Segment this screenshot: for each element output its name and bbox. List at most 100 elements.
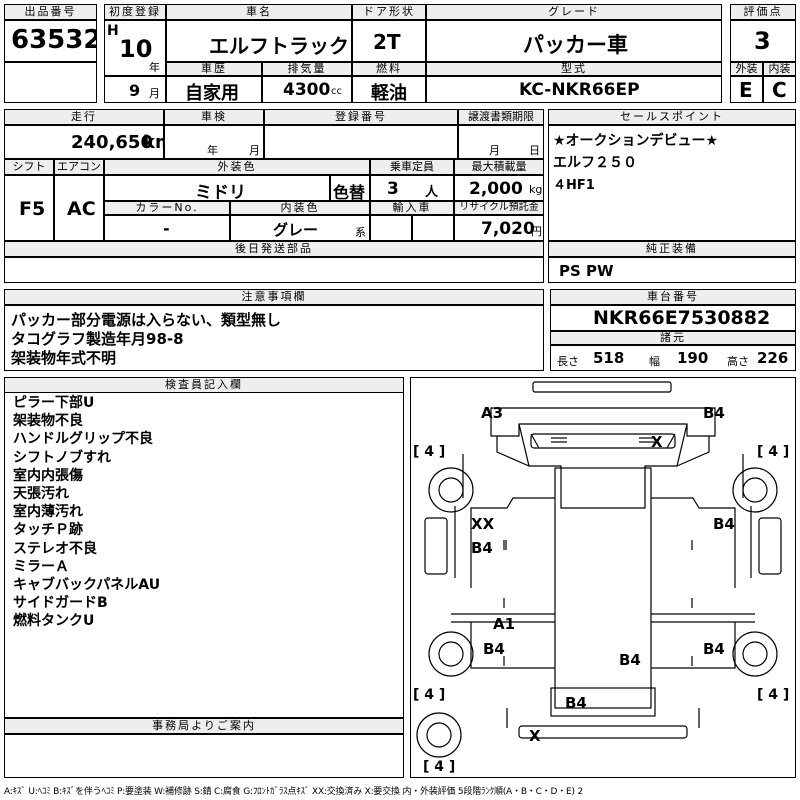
mark-b4-left-lower: B4 — [483, 640, 505, 658]
mileage-cell: 240,650 km — [4, 125, 164, 159]
sales-line: ★オークションデビュー★ — [553, 133, 719, 149]
color-change: 色替 — [333, 183, 366, 201]
color-number-label: カラーNo. — [104, 201, 230, 215]
side-step-left — [424, 517, 448, 575]
exterior-label: 外装 — [730, 62, 763, 76]
remark-item: 天張汚れ — [13, 486, 69, 503]
later-parts-label: 後日発送部品 — [4, 241, 544, 257]
wheel-front-left-inner — [438, 477, 464, 503]
grade-value: パッカー車 — [523, 33, 628, 57]
inspection-cell: 年 月 — [164, 125, 264, 159]
mark-x-rear: X — [529, 727, 541, 745]
chassis-number: NKR66E7530882 — [593, 307, 771, 329]
max-load-label: 最大積載量 — [454, 159, 544, 175]
roof-outline — [532, 381, 672, 393]
rear-struts — [506, 708, 700, 728]
recycle-fee-unit: 円 — [531, 225, 542, 238]
interior-color-value: グレー — [273, 221, 319, 239]
interior-value: C — [772, 78, 787, 102]
mark-xx-left: XX — [471, 515, 495, 533]
notes-label: 注意事項欄 — [4, 289, 544, 305]
exterior-color-value: ミドリ — [195, 183, 246, 201]
remark-item: 室内薄汚れ — [13, 504, 83, 521]
registration-month-cell: 9 月 — [104, 76, 166, 103]
shift-value: F5 — [19, 198, 46, 220]
body-side-lines — [470, 497, 736, 588]
deadline-day-unit: 日 — [529, 144, 540, 157]
score-label: 評価点 — [730, 4, 796, 20]
year-unit: 年 — [149, 61, 160, 74]
displacement-cell: 4300 cc — [262, 76, 352, 103]
tire-rear-left: [ 4 ] — [413, 687, 445, 703]
import-cell-a — [370, 215, 412, 241]
length-label: 長さ — [557, 355, 579, 368]
model-label: 型式 — [426, 62, 722, 76]
car-name-label: 車名 — [166, 4, 352, 20]
lot-number-cell: 63532 — [4, 20, 97, 62]
door-type-label: ドア形状 — [352, 4, 426, 20]
model-cell: KC-NKR66EP — [426, 76, 722, 103]
max-load-cell: 2,000 kg — [454, 175, 544, 201]
cab-windshield-outline — [518, 423, 688, 509]
exterior-cell: E — [730, 76, 763, 103]
center-body — [554, 467, 652, 709]
door-edges — [462, 454, 744, 498]
wiper-lines — [530, 433, 676, 449]
inspection-year-unit: 年 — [207, 144, 218, 157]
car-name-cell: エルフトラック — [166, 20, 352, 62]
wheel-front-left-outer — [428, 467, 474, 513]
inspector-remarks-label: 検査員記入欄 — [4, 377, 404, 393]
mark-b4-right-upper: B4 — [713, 515, 735, 533]
mark-x-windshield: X — [651, 433, 663, 451]
model-value: KC-NKR66EP — [519, 80, 640, 100]
rear-bumper — [550, 687, 656, 717]
interior-color-unit: 系 — [355, 226, 366, 239]
wheel-rear-left-inner — [438, 641, 464, 667]
remark-item: ステレオ不良 — [13, 540, 97, 557]
remark-item: タッチＰ跡 — [13, 522, 83, 539]
era-letter: H — [107, 23, 119, 39]
legend-text: A:ｷｽﾞ U:ﾍｺﾐ B:ｷｽﾞを伴うﾍｺﾐ P:要塗装 W:補修跡 S:錆 … — [4, 787, 583, 797]
interior-color-cell: グレー 系 — [230, 215, 370, 241]
displacement-label: 排気量 — [262, 62, 352, 76]
height-label: 高さ — [727, 355, 749, 368]
mark-b4-rear: B4 — [565, 694, 587, 712]
color-number-value: - — [163, 219, 170, 238]
mark-b4-right-lower: B4 — [703, 640, 725, 658]
shift-label: シフト — [4, 159, 54, 175]
specifications-cell: 長さ 518 幅 190 高さ 226 — [550, 345, 796, 371]
width-label: 幅 — [649, 355, 660, 368]
max-load-unit: kg — [529, 183, 543, 196]
note-line: 架装物年式不明 — [11, 349, 117, 367]
damage-diagram-box: A3 B4 X XX B4 B4 A1 B4 B4 B4 B4 X [ 4 ] … — [410, 377, 796, 778]
lot-number-label: 出品番号 — [4, 4, 97, 20]
wheel-front-right-inner — [742, 477, 768, 503]
displacement-value: 4300 — [283, 80, 331, 100]
remark-item: 燃料タンクU — [13, 613, 95, 630]
cab-sides — [496, 436, 710, 467]
first-registration-label: 初度登録 — [104, 4, 166, 20]
displacement-unit: cc — [331, 86, 342, 97]
specifications-label: 諸元 — [550, 331, 796, 345]
tire-front-right: [ 4 ] — [757, 444, 789, 460]
recycle-fee-value: 7,020 — [481, 219, 535, 239]
genuine-equipment-label: 純正装備 — [548, 241, 796, 257]
recycle-fee-label: リサイクル預託金 — [454, 201, 544, 215]
shift-cell: F5 — [4, 175, 54, 241]
rear-side-lines — [470, 622, 736, 669]
inspection-month-unit: 月 — [249, 144, 260, 157]
deadline-month-unit: 月 — [489, 144, 500, 157]
wheel-front-right-outer — [732, 467, 778, 513]
note-line: タコグラフ製造年月98-8 — [11, 330, 184, 348]
capacity-cell: 3 人 — [370, 175, 454, 201]
month-unit: 月 — [149, 87, 160, 100]
first-registration-cell: H 10 年 — [104, 20, 166, 76]
capacity-unit: 人 — [425, 185, 439, 200]
fuel-value: 軽油 — [371, 83, 407, 103]
tailgate — [518, 725, 688, 739]
exterior-value: E — [739, 78, 753, 102]
chassis-number-label: 車台番号 — [550, 289, 796, 305]
truck-diagram: A3 B4 X XX B4 B4 A1 B4 B4 B4 B4 X [ 4 ] … — [413, 381, 789, 775]
wheel-spare-inner — [426, 722, 452, 748]
wheels — [416, 467, 782, 758]
